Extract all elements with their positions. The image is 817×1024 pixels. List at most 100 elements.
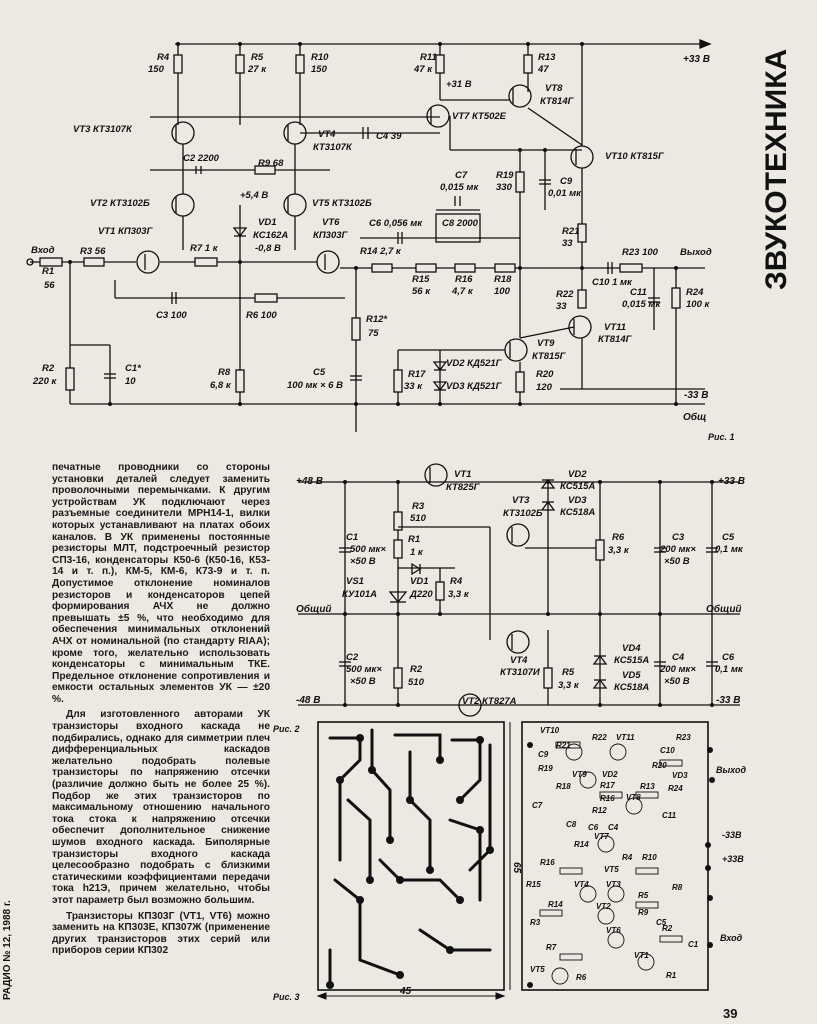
fig1-component-label: КТ815Г	[532, 351, 567, 362]
fig3-part-label: VT9	[572, 770, 587, 779]
fig1-component-label: 150	[311, 64, 328, 75]
fig1-component-label: VT7 КТ502Е	[452, 111, 507, 122]
fig3-part-label: VT6	[606, 926, 621, 935]
fig2-component-label: R2	[410, 664, 423, 675]
fig1-component-label: R10	[311, 52, 329, 63]
fig3-caption: Рис. 3	[273, 992, 300, 1002]
fig2-rail-minus48: -48 В	[296, 695, 320, 706]
fig3-connector-label: -33В	[722, 830, 742, 840]
fig1-component-label: -0,8 В	[255, 243, 281, 254]
fig1-component-label: VT1 КП303Г	[98, 226, 154, 237]
fig1-component-label: VT2 КТ3102Б	[90, 198, 150, 209]
fig2-component-label: 510	[408, 677, 425, 688]
fig2-component-label: С4	[672, 652, 685, 663]
fig1-component-label: R14 2,7 к	[360, 246, 402, 257]
fig3-part-label: VT1	[634, 951, 649, 960]
fig3-dim-width: 45	[399, 986, 412, 997]
fig1-component-label: R22	[556, 289, 574, 300]
fig1-component-label: 33	[556, 301, 567, 312]
fig1-rail-plus: +33 В	[683, 54, 710, 65]
fig1-component-label: R11	[420, 52, 437, 63]
fig3-part-label: VD2	[602, 770, 618, 779]
fig3-part-label: R23	[676, 733, 691, 742]
fig1-component-label: R2	[42, 363, 55, 374]
fig2-rail-plus48: +48 В	[296, 476, 323, 487]
fig2-component-label: 0,1 мк	[715, 664, 744, 675]
fig3-part-label: R2	[662, 924, 673, 933]
fig3-part-label: VT8	[626, 793, 641, 802]
fig3-part-label: VT10	[540, 726, 560, 735]
fig3-part-label: R12	[592, 806, 607, 815]
fig2-component-label: 510	[410, 513, 427, 524]
fig1-component-label: 10	[125, 376, 136, 387]
fig1-component-label: Выход	[680, 247, 712, 258]
fig3-part-label: VT5	[530, 965, 545, 974]
fig1-component-label: R23 100	[622, 247, 659, 258]
fig3-part-label: R8	[672, 883, 683, 892]
fig1-component-label: VT4	[318, 129, 336, 140]
fig3-connector-label: +33В	[722, 854, 744, 864]
fig3-part-label: R10	[642, 853, 657, 862]
fig2-component-label: R5	[562, 667, 575, 678]
fig1-component-label: С2 2200	[183, 153, 220, 164]
fig3-part-label: C7	[532, 801, 543, 810]
fig1-component-label: VD1	[258, 217, 276, 228]
fig1-component-label: R4	[157, 52, 170, 63]
fig1-component-label: R6 100	[246, 310, 277, 321]
fig2-component-label: Д220	[409, 589, 433, 600]
fig1-component-label: КТ814Г	[598, 334, 633, 345]
fig3-part-label: C10	[660, 746, 675, 755]
fig2-common-left: Общий	[296, 603, 332, 615]
fig2-component-label: VT1	[454, 469, 471, 480]
fig1-component-label: Вход	[31, 245, 55, 256]
fig1-component-label: С4 39	[376, 131, 402, 142]
fig2-component-label: VD4	[622, 643, 641, 654]
fig1-component-label: VD2 КД521Г	[446, 358, 503, 369]
fig3-part-label: R6	[576, 973, 587, 982]
fig1-component-label: VT11	[604, 322, 626, 333]
fig1-component-label: R8	[218, 367, 231, 378]
fig2-component-label: С2	[346, 652, 359, 663]
fig3-part-label: C8	[566, 820, 577, 829]
fig3-part-label: R22	[592, 733, 607, 742]
fig2-component-label: 500 мк×	[350, 544, 386, 555]
fig1-component-label: С3 100	[156, 310, 187, 321]
fig2-component-label: 500 мк×	[346, 664, 382, 675]
fig1-component-label: R13	[538, 52, 556, 63]
fig2-rail-plus33: +33 В	[718, 476, 745, 487]
fig3-part-label: VT5	[604, 865, 619, 874]
fig1-component-label: R15	[412, 274, 430, 285]
fig2-component-label: 3,3 к	[558, 680, 580, 691]
fig2-component-label: КТ825Г	[446, 482, 481, 493]
fig2-component-label: КС515А	[614, 655, 649, 666]
fig2-component-label: КС518А	[560, 507, 595, 518]
fig1-component-label: 100 к	[686, 299, 710, 310]
fig1-component-label: С8 2000	[442, 218, 479, 229]
fig2-common-right: Общий	[706, 603, 742, 615]
fig3-part-label: C5	[656, 918, 667, 927]
fig3-part-label: R24	[668, 784, 683, 793]
fig1-rail-minus: -33 В	[684, 390, 708, 401]
fig1-component-label: С1*	[125, 363, 142, 374]
fig1-component-label: 75	[368, 328, 379, 339]
fig1-component-label: R16	[455, 274, 473, 285]
fig1-component-label: КТ814Г	[540, 96, 575, 107]
fig2-component-label: С6	[722, 652, 735, 663]
paragraph-2: Для изготовленного авторами УК транзисто…	[52, 709, 270, 906]
fig1-component-label: КП303Г	[313, 230, 349, 241]
fig3-part-label: VT11	[616, 733, 635, 742]
fig1-component-label: 0,015 мк	[622, 299, 661, 310]
fig2-component-label: КС518А	[614, 682, 649, 693]
fig2-component-label: VD2	[568, 469, 587, 480]
fig2-component-label: VT4	[510, 655, 528, 666]
fig1-component-label: С9	[560, 176, 573, 187]
fig1-component-label: 150	[148, 64, 165, 75]
fig1-component-label: 56 к	[412, 286, 431, 297]
fig1-component-label: 330	[496, 182, 513, 193]
fig1-component-label: VT5 КТ3102Б	[312, 198, 372, 209]
article-text: печатные проводники со стороны установки…	[52, 462, 270, 957]
fig1-component-label: R3 56	[80, 246, 106, 257]
fig2-component-label: КТ3102Б	[503, 508, 543, 519]
fig1-component-label: 220 к	[32, 376, 57, 387]
